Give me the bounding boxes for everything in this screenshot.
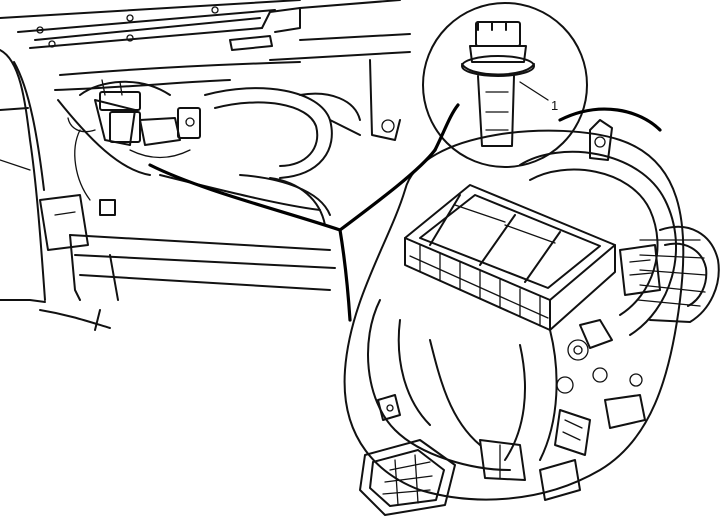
blower-unit-detail [343,119,720,501]
detail-magnifier: 1 [422,2,588,168]
callout-leader-line [519,81,549,101]
leader-to-blower-unit [148,163,342,232]
view-connector-lines [148,103,662,322]
temperature-sensor-component [461,21,535,147]
dashboard-structure [0,0,411,331]
callout-number-1: 1 [551,98,558,113]
air-outlet-duct [359,439,456,516]
filter-housing [404,184,616,331]
wiring-harness [67,79,201,216]
